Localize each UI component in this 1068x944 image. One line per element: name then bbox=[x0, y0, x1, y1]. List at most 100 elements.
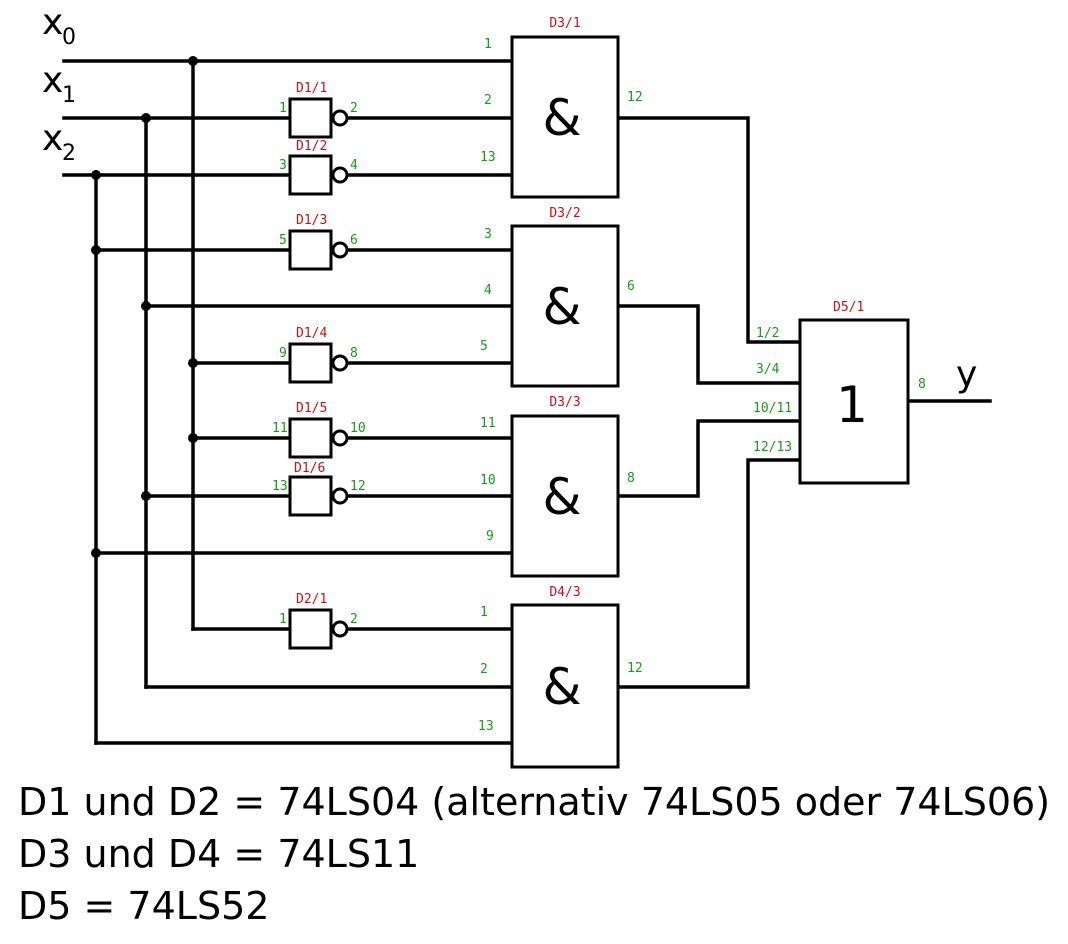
inverter-ref: D1/6 bbox=[294, 461, 325, 476]
pin-label: 11 bbox=[272, 421, 288, 436]
rect bbox=[288, 608, 333, 650]
and-gate-ref: D3/2 bbox=[549, 206, 580, 221]
pin-label: 12 bbox=[627, 661, 643, 676]
pin-label: 2 bbox=[484, 93, 492, 108]
pin-label: 13 bbox=[480, 150, 496, 165]
junction-dot bbox=[188, 358, 198, 368]
and-gate-d3-2: D3/2 & 3 4 5 6 bbox=[480, 206, 635, 388]
input-subscript: 1 bbox=[62, 83, 76, 108]
and-gate-ref: D3/1 bbox=[549, 16, 580, 31]
rect bbox=[798, 318, 910, 485]
circle bbox=[331, 429, 349, 447]
note-line: D5 = 74LS52 bbox=[18, 884, 270, 928]
pin-label: 1 bbox=[279, 612, 287, 627]
pin-label: 13 bbox=[272, 479, 288, 494]
input-label-x2: x bbox=[42, 118, 63, 159]
and-symbol: & bbox=[543, 89, 582, 147]
pin-label: 5 bbox=[279, 233, 287, 248]
and-symbol: & bbox=[543, 468, 582, 526]
circle bbox=[331, 487, 349, 505]
pin-label: 4 bbox=[350, 158, 358, 173]
rect bbox=[510, 603, 620, 769]
pin-label: 2 bbox=[480, 662, 488, 677]
junction-dot bbox=[141, 491, 151, 501]
junction-dot bbox=[91, 245, 101, 255]
circle bbox=[331, 620, 349, 638]
and-symbol: & bbox=[543, 658, 582, 716]
junction-dot bbox=[188, 56, 198, 66]
pin-label: 10 bbox=[480, 473, 496, 488]
or-gate-d5-1: D5/1 1 1/2 3/4 10/11 12/13 8 bbox=[753, 300, 926, 485]
and-symbol: & bbox=[543, 278, 582, 336]
pin-label: 8 bbox=[918, 377, 926, 392]
rect bbox=[288, 229, 333, 271]
inverter-ref: D1/2 bbox=[296, 139, 327, 154]
circle bbox=[331, 166, 349, 184]
wire bbox=[616, 304, 802, 385]
inverter-d1-5: D1/5 11 10 bbox=[272, 401, 366, 459]
inverter-ref: D1/4 bbox=[296, 326, 327, 341]
junction-dot bbox=[141, 113, 151, 123]
or-gate-ref: D5/1 bbox=[833, 300, 864, 315]
and-output-wires bbox=[616, 116, 992, 689]
pin-label: 12 bbox=[350, 479, 366, 494]
pin-label: 13 bbox=[478, 719, 494, 734]
inverter-d1-6: D1/6 13 12 bbox=[272, 461, 366, 517]
pin-label: 1/2 bbox=[756, 326, 779, 341]
and-gate-ref: D4/3 bbox=[549, 585, 580, 600]
rect bbox=[288, 97, 333, 139]
pin-label: 10/11 bbox=[753, 401, 792, 416]
or-symbol: 1 bbox=[836, 376, 868, 434]
circle bbox=[331, 109, 349, 127]
junction-dot bbox=[91, 170, 101, 180]
input-label-x1: x bbox=[42, 60, 63, 101]
circle bbox=[331, 354, 349, 372]
pin-label: 12 bbox=[627, 90, 643, 105]
rect bbox=[288, 154, 333, 196]
pin-label: 2 bbox=[350, 612, 358, 627]
input-label-x0: x bbox=[42, 2, 63, 43]
rect bbox=[288, 342, 333, 384]
circle bbox=[331, 241, 349, 259]
wire bbox=[616, 116, 802, 344]
pin-label: 12/13 bbox=[753, 440, 792, 455]
and-gate-ref: D3/3 bbox=[549, 395, 580, 410]
junction-dot bbox=[141, 301, 151, 311]
note-line: D3 und D4 = 74LS11 bbox=[18, 832, 420, 876]
rect bbox=[288, 417, 333, 459]
pin-label: 1 bbox=[279, 101, 287, 116]
pin-label: 8 bbox=[627, 471, 635, 486]
inverter-ref: D2/1 bbox=[296, 592, 327, 607]
pin-label: 3 bbox=[484, 227, 492, 242]
inverter-d2-1: D2/1 1 2 bbox=[279, 592, 358, 650]
inverter-ref: D1/3 bbox=[296, 213, 327, 228]
input-subscript: 0 bbox=[62, 25, 76, 50]
input-labels: x 0 x 1 x 2 bbox=[42, 2, 76, 166]
inverter-ref: D1/1 bbox=[296, 81, 327, 96]
pin-label: 9 bbox=[279, 346, 287, 361]
junction-dot bbox=[91, 548, 101, 558]
wire bbox=[616, 419, 802, 498]
pin-label: 8 bbox=[350, 346, 358, 361]
rect bbox=[288, 475, 333, 517]
pin-label: 6 bbox=[350, 233, 358, 248]
wire bbox=[616, 458, 802, 689]
junction-dot bbox=[188, 433, 198, 443]
input-subscript: 2 bbox=[62, 141, 76, 166]
pin-label: 1 bbox=[480, 605, 488, 620]
pin-label: 11 bbox=[480, 416, 496, 431]
inverter-output-wires bbox=[348, 116, 514, 631]
output-label-y: y bbox=[956, 354, 977, 395]
part-notes: D1 und D2 = 74LS04 (alternativ 74LS05 od… bbox=[18, 776, 1050, 932]
pin-label: 3 bbox=[279, 158, 287, 173]
pin-label: 10 bbox=[350, 421, 366, 436]
input-wires bbox=[62, 59, 514, 745]
pin-label: 6 bbox=[627, 279, 635, 294]
inverter-d1-4: D1/4 9 8 bbox=[279, 326, 358, 384]
note-line: D1 und D2 = 74LS04 (alternativ 74LS05 od… bbox=[18, 780, 1051, 824]
inverter-d1-2: D1/2 3 4 bbox=[279, 139, 358, 196]
inverter-ref: D1/5 bbox=[296, 401, 327, 416]
pin-label: 2 bbox=[350, 101, 358, 116]
pin-label: 5 bbox=[480, 339, 488, 354]
